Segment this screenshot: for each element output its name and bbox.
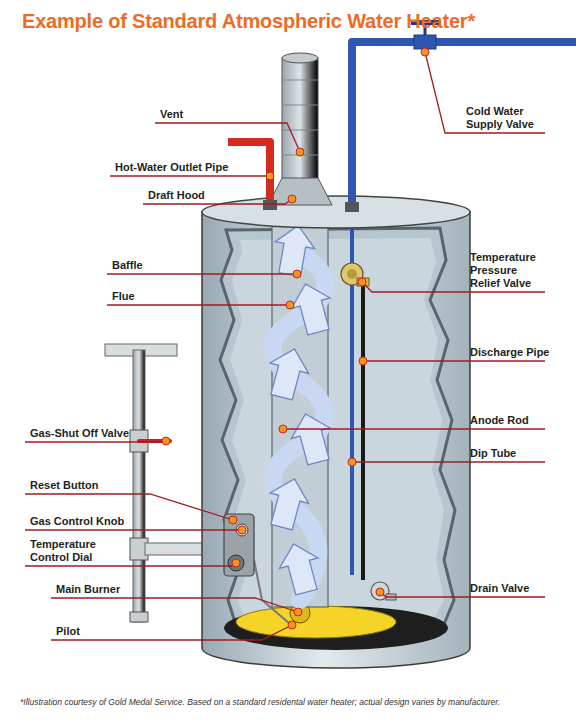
supply-valve	[414, 35, 436, 49]
baffle-arrows	[262, 222, 338, 597]
part-label: Draft Hood	[148, 189, 205, 202]
part-label: Temperature Pressure Relief Valve	[470, 251, 550, 290]
part-label: Flue	[112, 290, 135, 303]
leader-line	[25, 563, 236, 566]
callout-dot	[359, 357, 367, 365]
pipe-cap	[130, 612, 148, 622]
part-label: Temperature Control Dial	[30, 538, 110, 564]
vent-ribs	[282, 80, 318, 155]
leader-line	[107, 304, 290, 305]
flow-arrow	[262, 474, 314, 533]
callout-dot	[229, 516, 237, 524]
vent-opening	[282, 53, 318, 63]
leader-line	[363, 360, 545, 361]
tank-cutaway	[220, 228, 455, 638]
callout-dot	[288, 195, 296, 203]
callout-dot	[296, 148, 304, 156]
part-label: Gas-Shut Off Valve	[30, 427, 129, 440]
leader-line	[283, 428, 545, 429]
combustion-chamber	[224, 606, 448, 650]
flow-arrow	[270, 222, 318, 278]
callout-dot	[294, 608, 302, 616]
tpr-fitting	[357, 278, 369, 286]
cold-water-pipe	[352, 42, 576, 212]
reset-button	[230, 517, 237, 524]
callout-dot	[376, 588, 384, 596]
part-label: Dip Tube	[470, 447, 516, 460]
flow-arrow	[262, 344, 314, 403]
flow-arrow	[286, 279, 338, 338]
callout-dot	[286, 301, 294, 309]
leader-line	[425, 52, 545, 133]
gas-control	[224, 514, 254, 576]
vent-rib	[282, 105, 318, 106]
callout-dot	[293, 270, 301, 278]
callout-dot	[358, 278, 366, 286]
flue-pipe	[272, 222, 328, 607]
part-label: Hot-Water Outlet Pipe	[115, 161, 228, 174]
leader-line	[51, 598, 298, 612]
callout-dot	[288, 621, 296, 629]
callout-dot	[232, 559, 240, 567]
callout-dot	[266, 172, 274, 180]
callout-dot	[279, 425, 287, 433]
flow-arrow	[286, 409, 338, 468]
part-label: Vent	[160, 108, 183, 121]
vent-rib	[282, 130, 318, 131]
diagram-title: Example of Standard Atmospheric Water He…	[22, 8, 475, 34]
callout-dot	[238, 526, 246, 534]
gas-pipe-riser	[133, 350, 145, 622]
draft-hood	[268, 178, 332, 205]
leader-line	[25, 441, 166, 442]
leader-line	[25, 529, 242, 530]
part-label: Baffle	[112, 259, 143, 272]
leader-line	[155, 123, 300, 152]
part-label: Main Burner	[56, 583, 120, 596]
diagram-caption: *Illustration courtesy of Gold Medal Ser…	[20, 697, 568, 707]
vent-rib	[282, 80, 318, 81]
tank-shell	[202, 212, 470, 668]
callout-dots	[162, 48, 429, 629]
pipe-fitting	[263, 200, 277, 210]
tank-top	[202, 196, 470, 228]
part-label: Cold Water Supply Valve	[466, 105, 546, 131]
temperature-dial	[228, 555, 244, 571]
part-label: Drain Valve	[470, 582, 529, 595]
discharge-pipe	[361, 284, 365, 580]
leader-line	[110, 175, 270, 176]
part-label: Pilot	[56, 625, 80, 638]
pipe-fitting	[345, 202, 359, 212]
part-label: Discharge Pipe	[470, 346, 549, 359]
callout-dot	[348, 458, 356, 466]
part-label: Reset Button	[30, 479, 98, 492]
leader-line	[107, 273, 297, 274]
part-label: Gas Control Knob	[30, 515, 124, 528]
leader-lines	[25, 52, 545, 640]
gas-control-knob	[236, 524, 248, 536]
leader-line	[352, 461, 545, 462]
callout-dot	[162, 437, 170, 445]
leader-line	[51, 625, 292, 640]
tpr-valve-center	[347, 269, 357, 279]
vent-pipe	[282, 58, 318, 182]
flow-arrow	[274, 539, 326, 598]
tank-interior	[230, 238, 444, 626]
burner-plate	[236, 606, 396, 638]
callout-dot	[421, 48, 429, 56]
part-label: Anode Rod	[470, 414, 529, 427]
